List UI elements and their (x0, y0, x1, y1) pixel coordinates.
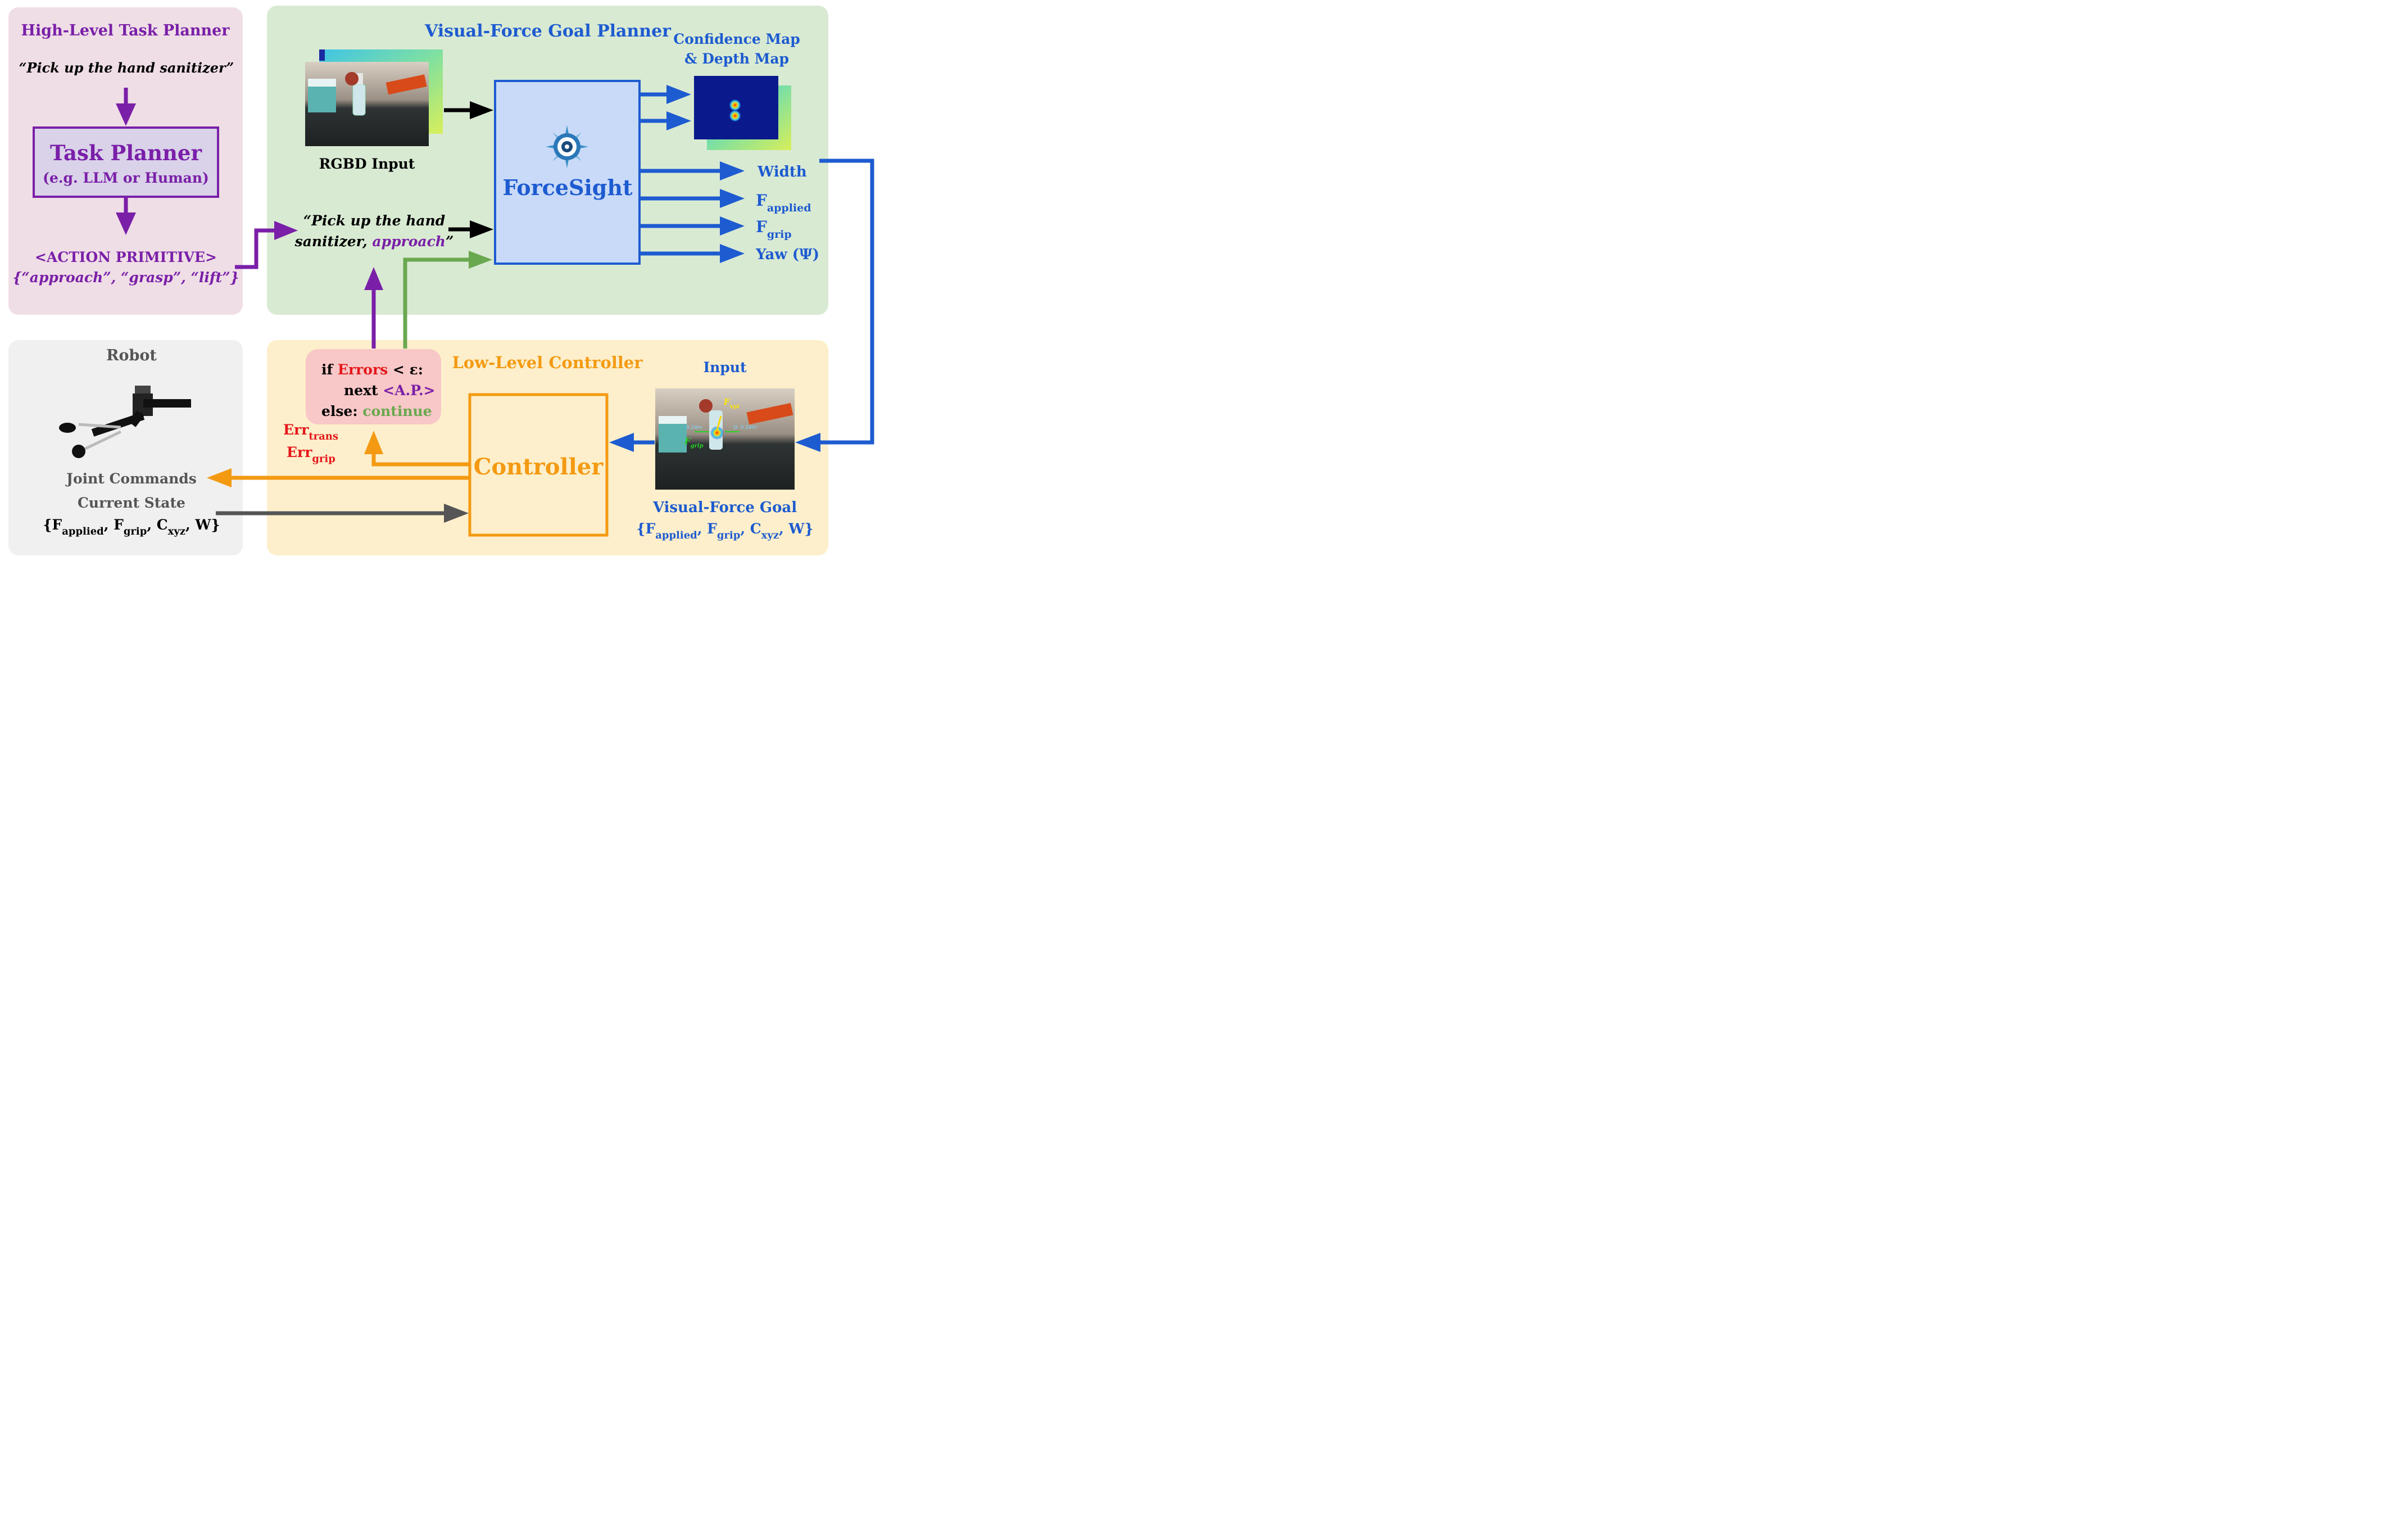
visual-force-goal-title: Visual-Force Goal (652, 499, 797, 516)
input-dist-left: 0.24m (686, 425, 702, 431)
conf-map-title-1: Confidence Map (673, 31, 800, 47)
input-label: Input (703, 359, 746, 376)
action-primitive-label: <ACTION PRIMITIVE> (35, 249, 217, 265)
model-name: ForceSight (502, 175, 633, 200)
rgbd-label: RGBD Input (319, 156, 415, 172)
input-goal-image (655, 388, 795, 490)
arrow-outputs-to-input (817, 159, 874, 445)
primitives-list: {“approach”, “grasp”, “lift”} (12, 269, 239, 286)
robot-gripper-illustration (58, 385, 191, 458)
state-set: {Fapplied, Fgrip, Cxyz, W} (43, 517, 220, 537)
input-dist-right: D: 0.24m (733, 425, 757, 431)
prompt-line2: sanitizer, approach” (294, 233, 454, 250)
task-planner-title: Task Planner (50, 141, 202, 165)
condition-line3: else: continue (321, 403, 432, 419)
err-grip: Errgrip (287, 444, 335, 465)
instruction-text: “Pick up the hand sanitizer” (19, 60, 234, 76)
controller-label: Controller (474, 454, 604, 480)
output-f-applied: Fapplied (756, 191, 811, 214)
task-planner-box (32, 126, 219, 198)
task-planner-sub: (e.g. LLM or Human) (43, 170, 209, 186)
output-f-grip: Fgrip (756, 218, 792, 241)
joint-commands: Joint Commands (65, 471, 197, 487)
condition-box (305, 349, 441, 424)
high-level-title: High-Level Task Planner (21, 22, 230, 39)
condition-line1: if Errors < ε: (321, 361, 423, 378)
rgbd-image (305, 49, 443, 146)
input-fxyz: Fxyz (723, 397, 740, 410)
arrow-controller-to-condition (371, 452, 469, 467)
current-state: Current State (78, 495, 185, 511)
compass-eye-icon (545, 125, 588, 168)
goal-planner-title: Visual-Force Goal Planner (424, 21, 672, 41)
confidence-depth-image (693, 75, 791, 150)
robot-title: Robot (106, 347, 157, 364)
arrow-primitive-to-prompt (234, 228, 276, 269)
conf-map-title-2: & Depth Map (684, 51, 789, 67)
controller-panel-title: Low-Level Controller (452, 353, 643, 372)
robot-panel (8, 340, 243, 555)
err-trans: Errtrans (283, 422, 338, 442)
arrow-continue-to-model (403, 257, 471, 349)
prompt-primitive: approach (372, 233, 446, 250)
output-yaw: Yaw (Ψ) (755, 246, 819, 263)
condition-line2: next <A.P.> (344, 382, 436, 399)
input-fgrip: Fgrip (684, 436, 704, 449)
forcesight-box (493, 79, 641, 265)
controller-box (468, 393, 609, 537)
output-width: Width (757, 164, 807, 180)
prompt-line1: “Pick up the hand (303, 212, 446, 229)
system-diagram: High-Level Task Planner “Pick up the han… (8, 5, 874, 555)
visual-force-goal-set: {Fapplied, Fgrip, Cxyz, W} (636, 521, 813, 541)
